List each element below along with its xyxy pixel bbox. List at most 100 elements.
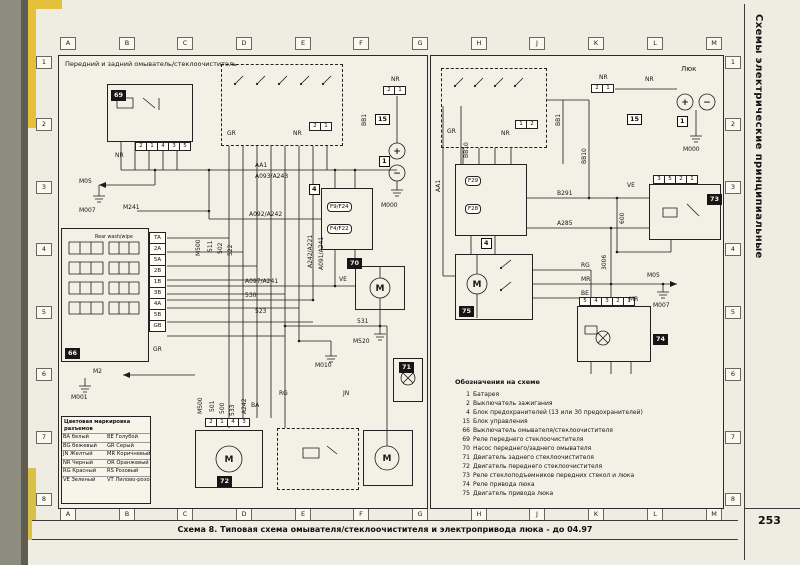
pin: GB (149, 320, 166, 332)
wire-label-nr: NR (599, 74, 608, 81)
wire-label-600: 600 (619, 212, 626, 224)
wire-label-mr: MR (581, 276, 591, 283)
ref-75: 75 (459, 306, 475, 317)
legend-label: Выключатель зажигания (473, 400, 553, 407)
wire-label-522: 522 (227, 244, 234, 256)
ref-15: 15 (627, 114, 643, 125)
legend-label: Батарея (473, 391, 500, 398)
wire-label-ve: VE (339, 276, 347, 283)
legend-ref: 72 (462, 463, 470, 470)
arrow-symbols (670, 281, 677, 287)
legend-ref: 70 (462, 445, 470, 452)
wire-label-ba: BA (251, 402, 260, 409)
wire-label-a285: A285 (557, 220, 573, 227)
ref-71: 71 (399, 362, 415, 373)
wire-label-nr: NR (293, 130, 302, 137)
ref-73: 73 (707, 194, 723, 205)
ref-1: 1 (379, 156, 390, 167)
wire-label-bb1: BB1 (361, 113, 368, 126)
wire-label-m2: M2 (93, 368, 102, 375)
wire-label-bb10: BB10 (463, 142, 470, 158)
wire-label-ve: VE (627, 182, 635, 189)
wire-label-a091-a241: A091/A241 (318, 236, 325, 270)
color-code: VE Зеленый (62, 475, 106, 485)
legend-ref: 73 (462, 472, 470, 479)
color-code: OR Оранжевый (106, 458, 150, 466)
legend-label: Выключатель омывателя/стеклоочистителя (473, 427, 613, 434)
pin: 1 (394, 86, 406, 95)
panel-sunroof: M + − Люк 4 15 1 73 75 74 1 2 2 1 3 5 (430, 55, 724, 509)
wire-label-502: 502 (217, 242, 224, 254)
wire-label-nr: NR (391, 76, 400, 83)
battery-minus-terminal (388, 164, 406, 182)
color-code: NR Черный (62, 458, 106, 468)
battery-plus-terminal (388, 142, 406, 160)
color-code: GR Серый (106, 441, 150, 451)
front-motor-pins: 2 1 4 3 (205, 418, 250, 427)
ground-label-m001: M001 (71, 394, 88, 401)
relay-73-box (649, 184, 721, 240)
legend-ref: 1 (466, 391, 470, 398)
legend-label: Насос переднего/заднего омывателя (473, 445, 592, 452)
fuse-f29: F29 (465, 176, 482, 186)
scan-artifact (28, 0, 62, 9)
wire-label-500: 500 (219, 402, 226, 414)
sidebar-rule (744, 508, 800, 509)
stalk-right-pins: 1 2 (515, 120, 538, 129)
sunroof-switch-box (441, 68, 547, 148)
grid-letter: J (529, 37, 545, 50)
pin: 3 (238, 418, 250, 427)
wire-label-nr: NR (645, 76, 654, 83)
grid-number: 1 (725, 56, 741, 69)
scan-artifact (28, 0, 36, 128)
scan-artifact (28, 468, 36, 540)
color-code: RS Розовый (106, 467, 150, 476)
legend-ref: 71 (462, 454, 470, 461)
washer-pump-box (355, 266, 405, 310)
ref-15: 15 (375, 114, 391, 125)
panel-title: Люк (681, 65, 697, 73)
wire-label-501: 501 (209, 400, 216, 412)
ref-4: 4 (309, 184, 320, 195)
grid-letter: M (706, 37, 722, 50)
color-code: MR Коричневый (106, 450, 150, 457)
page-number: 253 (758, 514, 781, 527)
grid-number: 7 (36, 431, 52, 444)
ref-1: 1 (677, 116, 688, 127)
grid-number: 6 (725, 368, 741, 381)
fuse-box-left (321, 188, 373, 250)
pin: 5B (149, 309, 166, 321)
wire-label-m05: M05 (79, 178, 92, 185)
grid-number: 8 (36, 493, 52, 506)
fuse-box-right (455, 164, 527, 236)
connector-right-pins: 2 1 (591, 84, 614, 93)
diagram-caption: Схема 8. Типовая схема омывателя/стеклоо… (32, 520, 738, 540)
pin: 1 (320, 122, 332, 131)
grid-number: 1 (36, 56, 52, 69)
legend-title: Обозначения на схеме (455, 378, 540, 386)
wire-label-be: BE (581, 290, 589, 297)
wire-label-nr: NR (115, 152, 124, 159)
grid-number: 2 (725, 118, 741, 131)
wire-label-m500: M500 (195, 239, 202, 256)
ground-label-m520: M520 (353, 338, 370, 345)
pin: 5 (179, 142, 191, 151)
grid-number: 6 (36, 368, 52, 381)
connector-left-pins: 2 1 (383, 86, 406, 95)
grid-letter: D (236, 37, 252, 50)
grid-number: 3 (36, 181, 52, 194)
fuse-f28: F28 (465, 204, 482, 214)
grid-number: 5 (36, 306, 52, 319)
legend-ref: 74 (462, 481, 470, 488)
wire-label-gr: GR (447, 128, 456, 135)
grid-letter: L (647, 37, 663, 50)
ref-70: 70 (347, 258, 363, 269)
